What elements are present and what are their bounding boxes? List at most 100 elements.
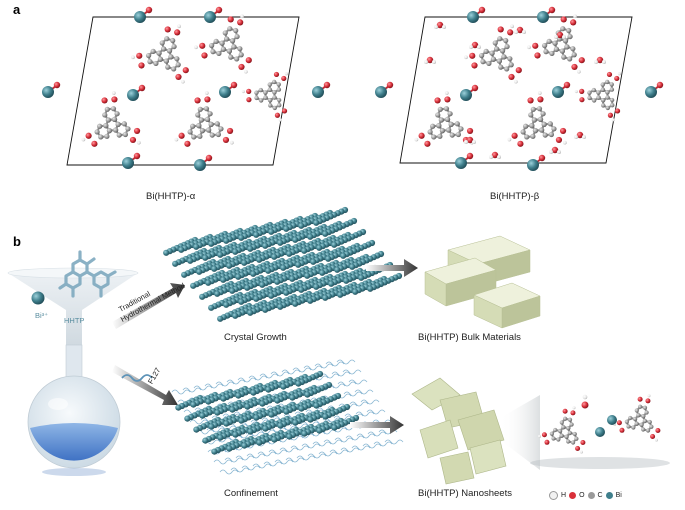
carbon-atom: [600, 87, 606, 92]
carbon-atom: [254, 90, 259, 95]
carbon-atom: [444, 116, 451, 122]
carbon-atom: [503, 37, 509, 44]
water-hydrogen-atom: [469, 45, 473, 49]
carbon-atom: [567, 33, 573, 40]
bi-chain-sphere: [229, 287, 236, 294]
bi-chain-sphere: [256, 439, 263, 446]
carbon-atom: [566, 426, 571, 431]
carbon-atom: [106, 128, 113, 134]
bi-chain-sphere: [253, 231, 260, 238]
carbon-atom: [277, 103, 282, 108]
f127-strand: [171, 389, 191, 395]
carbon-atom: [553, 46, 560, 52]
bi-chain-sphere: [223, 301, 230, 308]
carbon-atom: [605, 95, 610, 100]
bi-chain-sphere: [262, 306, 269, 313]
bi-chain-sphere: [277, 422, 284, 429]
legend-o-dot: [569, 492, 577, 499]
bi-chain-sphere: [283, 289, 290, 296]
carbon-atom: [161, 46, 167, 52]
hydrogen-atom: [241, 89, 245, 94]
oxygen-atom: [544, 439, 550, 445]
bismuth-atom: [375, 86, 387, 98]
carbon-atom: [605, 90, 610, 95]
carbon-atom: [170, 37, 176, 44]
carbon-atom: [224, 36, 230, 42]
legend-h-dot: [549, 491, 558, 500]
zoom-beam: [500, 395, 540, 470]
bi-chain-sphere: [298, 222, 305, 229]
hydrogen-atom: [240, 14, 244, 19]
f127-strand: [248, 375, 268, 381]
carbon-atom: [610, 103, 615, 108]
oxygen-atom: [226, 127, 234, 135]
carbon-atom: [596, 95, 601, 100]
f127-strand: [325, 361, 345, 367]
legend-c-label: C: [597, 492, 603, 499]
caption-nanosheets: Bi(HHTP) Nanosheets: [418, 488, 512, 499]
bi-chain-sphere: [292, 236, 299, 243]
carbon-atom: [609, 97, 615, 103]
bi-chain-sphere: [232, 431, 239, 438]
carbon-atom: [559, 420, 564, 425]
hydrogen-atom: [579, 450, 583, 454]
oxygen-atom: [424, 140, 431, 147]
carbon-atom: [437, 106, 443, 112]
carbon-atom: [267, 87, 273, 92]
oxygen-atom: [246, 88, 252, 94]
f127-strand: [292, 367, 312, 373]
f127-strand: [279, 447, 299, 453]
carbon-atom: [237, 46, 243, 52]
bi-chain-sphere: [298, 286, 305, 293]
oxygen-atom: [245, 57, 252, 64]
oxygen-atom: [570, 410, 576, 416]
oxygen-atom: [145, 6, 153, 14]
oxygen-atom: [560, 16, 567, 23]
oxygen-atom: [534, 52, 541, 59]
crystal-growth-array: [163, 206, 403, 322]
carbon-atom: [234, 33, 240, 40]
oxygen-atom: [614, 75, 620, 82]
f127-strand: [290, 445, 310, 451]
oxygen-atom: [614, 108, 621, 114]
carbon-atom: [596, 90, 601, 95]
bi-chain-sphere: [190, 401, 197, 408]
carbon-atom: [549, 431, 554, 436]
bi-chain-sphere: [301, 247, 308, 254]
bi-chain-sphere: [331, 241, 338, 248]
carbon-atom: [641, 427, 646, 432]
carbon-atom: [566, 439, 571, 444]
bi-chain-sphere: [289, 275, 296, 282]
carbon-atom: [553, 427, 558, 433]
carbon-atom: [601, 103, 606, 108]
carbon-atom: [628, 415, 633, 421]
carbon-atom: [436, 123, 442, 129]
hydrogen-atom: [577, 69, 581, 74]
water-hydrogen-atom: [434, 25, 438, 29]
bi-chain-sphere: [247, 309, 254, 316]
bi-chain-sphere: [286, 250, 293, 257]
oxygen-atom: [579, 97, 585, 103]
carbon-atom: [549, 50, 555, 57]
hydrogen-atom: [136, 140, 141, 145]
oxygen-atom: [101, 97, 108, 104]
water-hydrogen-atom: [554, 35, 558, 39]
bi-chain-sphere: [217, 315, 224, 322]
carbon-atom: [564, 44, 570, 50]
bi-chain-sphere: [340, 252, 347, 259]
carbon-atom: [570, 46, 576, 52]
carbon-atom: [609, 87, 615, 92]
bi-chain-sphere: [250, 389, 257, 396]
carbon-atom: [536, 106, 543, 112]
carbon-atom: [642, 418, 647, 424]
water-oxygen-atom: [466, 136, 474, 144]
bi-chain-sphere: [226, 445, 233, 452]
bismuth-atom: [607, 415, 617, 425]
carbon-atom: [644, 410, 649, 415]
bi-chain-sphere: [199, 293, 206, 300]
water-hydrogen-atom: [489, 155, 493, 159]
carbon-atom: [497, 36, 503, 42]
carbon-atom: [567, 417, 573, 422]
oxygen-atom: [579, 88, 585, 94]
water-hydrogen-atom: [464, 140, 468, 144]
